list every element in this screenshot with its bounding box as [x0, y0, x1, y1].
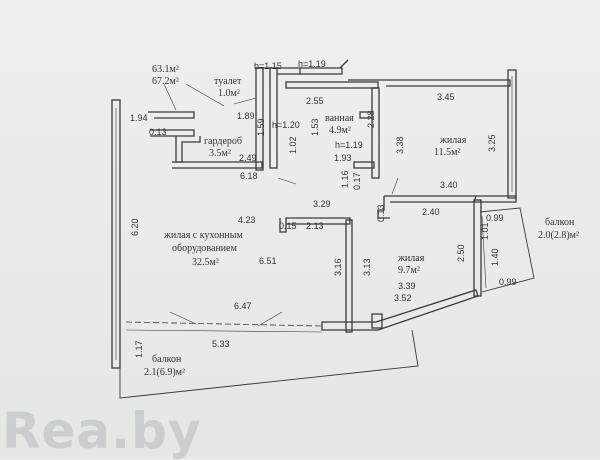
balcony-right-name: балкон: [545, 217, 575, 228]
balcony-bottom-name: балкон: [152, 354, 182, 365]
dim-h-1-20: h=1.20: [272, 120, 300, 130]
dim-0-99-bottom: 0.99: [499, 277, 517, 287]
dim-3-39: 3.39: [398, 281, 416, 291]
dim-3-16: 3.16: [333, 258, 343, 276]
dim-2-28: 2.28: [366, 110, 376, 128]
balcony-right-area: 2.0(2.8)м²: [538, 230, 579, 241]
dim-6-18: 6.18: [240, 171, 258, 181]
dim-4-23: 4.23: [238, 215, 256, 225]
dim-3-45: 3.45: [437, 92, 455, 102]
dim-6-47: 6.47: [234, 301, 252, 311]
bedroom2-left-wall: [345, 219, 353, 333]
dim-1-02: 1.02: [288, 136, 298, 154]
dim-1-94: 1.94: [130, 113, 148, 123]
dim-0-17: 0.17: [352, 172, 362, 190]
dim-0-15: 0.15: [279, 221, 297, 231]
wardrobe-bottom-wall: [172, 161, 263, 169]
dim-1-16: 1.16: [340, 170, 350, 188]
dim-6-20: 6.20: [130, 218, 140, 236]
dim-5-33: 5.33: [212, 339, 230, 349]
total-area: 63.1м²: [152, 64, 179, 75]
dim-1-89: 1.89: [237, 111, 255, 121]
dim-3-13: 3.13: [362, 258, 372, 276]
dim-2-49: 2.49: [239, 153, 257, 163]
dim-h-1-19-bath: h=1.19: [335, 140, 363, 150]
balcony-bottom-area: 2.1(6.9)м²: [144, 367, 185, 378]
bathroom-area: 4.9м²: [329, 125, 351, 136]
dim-0-13-mid: 0.13: [376, 204, 386, 222]
living-area: 32.5м²: [192, 257, 219, 268]
dim-0-13-left: 0.13: [149, 127, 167, 137]
dim-3-25: 3.25: [487, 134, 497, 152]
wardrobe-area: 3.5м²: [209, 148, 231, 159]
bedroom1-area: 11.5м²: [434, 147, 461, 158]
dim-2-40: 2.40: [422, 207, 440, 217]
balcony-bottom-outline: [119, 329, 419, 399]
wardrobe-top-wall: [148, 111, 195, 119]
bedroom2-area: 9.7м²: [398, 265, 420, 276]
bathroom-top-wall: [285, 81, 379, 89]
dim-3-40: 3.40: [440, 180, 458, 190]
bedroom1-top-wall: [348, 79, 511, 87]
right-outer-wall: [507, 69, 517, 199]
dim-1-17: 1.17: [134, 340, 144, 358]
dim-3-38: 3.38: [395, 136, 405, 154]
total-area-with-balconies: 67.2м²: [152, 76, 179, 87]
bedroom2-right-wall: [473, 199, 482, 297]
living-window: [125, 321, 323, 327]
bedroom2-name: жилая: [398, 253, 425, 264]
dim-3-52: 3.52: [394, 293, 412, 303]
dim-6-51: 6.51: [259, 256, 277, 266]
dim-1-40: 1.40: [490, 248, 500, 266]
bedroom1-name: жилая: [440, 135, 467, 146]
dim-2-55: 2.55: [306, 96, 324, 106]
bathroom-name: ванная: [325, 113, 354, 124]
dim-2-13: 2.13: [306, 221, 324, 231]
living-name-line2: оборудованием: [172, 243, 237, 254]
dim-h-1-19-top: h=1.19: [298, 59, 326, 69]
toilet-name: туалет: [214, 76, 242, 87]
living-name-line1: жилая с кухонным: [164, 230, 243, 241]
dim-1-59: 1.59: [256, 118, 266, 136]
dim-2-50: 2.50: [456, 244, 466, 262]
dim-1-93: 1.93: [334, 153, 352, 163]
toilet-area: 1.0м²: [218, 88, 240, 99]
watermark-logo: Rea.by: [2, 402, 202, 460]
dim-3-29: 3.29: [313, 199, 331, 209]
dim-0-99-top: 0.99: [486, 213, 504, 223]
wardrobe-name: гардероб: [204, 136, 243, 147]
dim-h-1-15: h=1.15: [254, 61, 282, 71]
left-outer-wall: [111, 99, 121, 369]
dim-1-01: 1.01: [480, 222, 490, 240]
dim-1-53: 1.53: [310, 118, 320, 136]
balcony-right-outline: [479, 207, 535, 293]
